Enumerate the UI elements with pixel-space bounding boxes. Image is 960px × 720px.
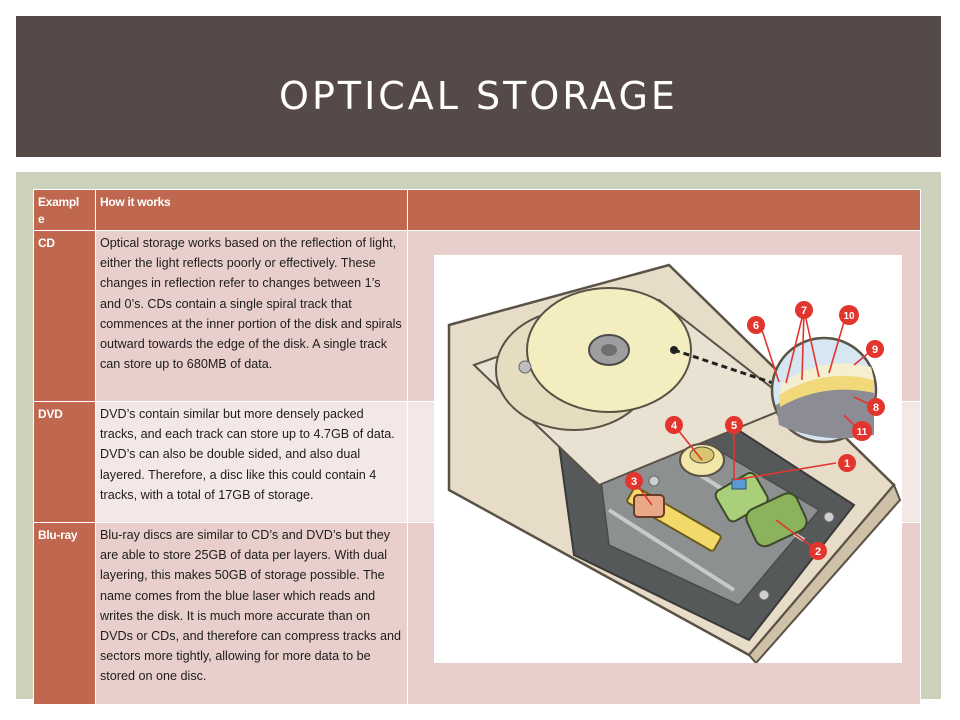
- screw: [648, 475, 660, 487]
- callout-8: 8: [867, 398, 885, 416]
- callout-label: 6: [753, 320, 759, 332]
- row-label-cd: CD: [33, 230, 96, 402]
- callout-label: 3: [631, 476, 637, 488]
- callout-badge: [867, 398, 885, 416]
- callout-label: 2: [815, 546, 821, 558]
- title-bar: OPTICAL STORAGE: [16, 16, 941, 157]
- header-example: Exampl e: [33, 189, 96, 231]
- callout-6: 6: [747, 316, 765, 334]
- callout-badge: [866, 340, 884, 358]
- callout-group: 1 2 3 4 5 6 7: [625, 301, 885, 560]
- disc-hole: [601, 344, 617, 356]
- optical-drive-illustration: 1 2 3 4 5 6 7: [447, 263, 902, 663]
- callout-1: 1: [838, 454, 856, 472]
- callout-label: 11: [857, 427, 868, 438]
- callout-badge: [839, 305, 859, 325]
- callout-label: 8: [873, 402, 879, 414]
- callout-10: 10: [839, 305, 859, 325]
- callout-2: 2: [809, 542, 827, 560]
- header-how-it-works: How it works: [95, 189, 408, 231]
- row-text-cd: Optical storage works based on the refle…: [95, 230, 408, 402]
- callout-label: 1: [844, 458, 850, 470]
- callout-label: 9: [872, 344, 878, 356]
- slide-title: OPTICAL STORAGE: [279, 73, 678, 118]
- callout-label: 10: [843, 311, 855, 322]
- callout-label: 7: [801, 305, 807, 317]
- disc-layer-substrate: [776, 385, 874, 439]
- callout-badge: [852, 421, 872, 441]
- callout-5: 5: [725, 416, 743, 434]
- callout-9: 9: [866, 340, 884, 358]
- screw: [823, 511, 835, 523]
- callout-7: 7: [795, 301, 813, 319]
- table-header-row: Exampl e How it works: [33, 189, 921, 231]
- magnifier-pointer: [673, 348, 780, 387]
- worm-gear: [633, 494, 665, 518]
- callout-badge: [795, 301, 813, 319]
- tray-screw: [518, 360, 532, 374]
- callout-badge: [838, 454, 856, 472]
- spindle-cap: [689, 446, 715, 464]
- row-text-dvd: DVD’s contain similar but more densely p…: [95, 401, 408, 523]
- row-label-bluray: Blu-ray: [33, 522, 96, 705]
- callout-3: 3: [625, 472, 643, 490]
- disc-layer-reflective: [779, 375, 874, 407]
- drive-front-bezel: [747, 483, 902, 663]
- callout-badge: [747, 316, 765, 334]
- optical-drive-diagram: 1 2 3 4 5 6 7: [434, 255, 902, 663]
- callout-4: 4: [665, 416, 683, 434]
- callout-badge: [809, 542, 827, 560]
- row-label-dvd: DVD: [33, 401, 96, 523]
- pointer-dot: [670, 346, 678, 354]
- callout-label: 4: [671, 420, 678, 432]
- rail-left: [607, 508, 736, 592]
- callout-badge: [665, 416, 683, 434]
- callout-badge: [625, 472, 643, 490]
- callout-badge: [725, 416, 743, 434]
- header-image: [407, 189, 921, 231]
- disc-layer-label: [779, 363, 874, 395]
- callout-label: 5: [731, 420, 737, 432]
- row-text-bluray: Blu-ray discs are similar to CD’s and DV…: [95, 522, 408, 705]
- screw: [758, 589, 770, 601]
- callout-11: 11: [852, 421, 872, 441]
